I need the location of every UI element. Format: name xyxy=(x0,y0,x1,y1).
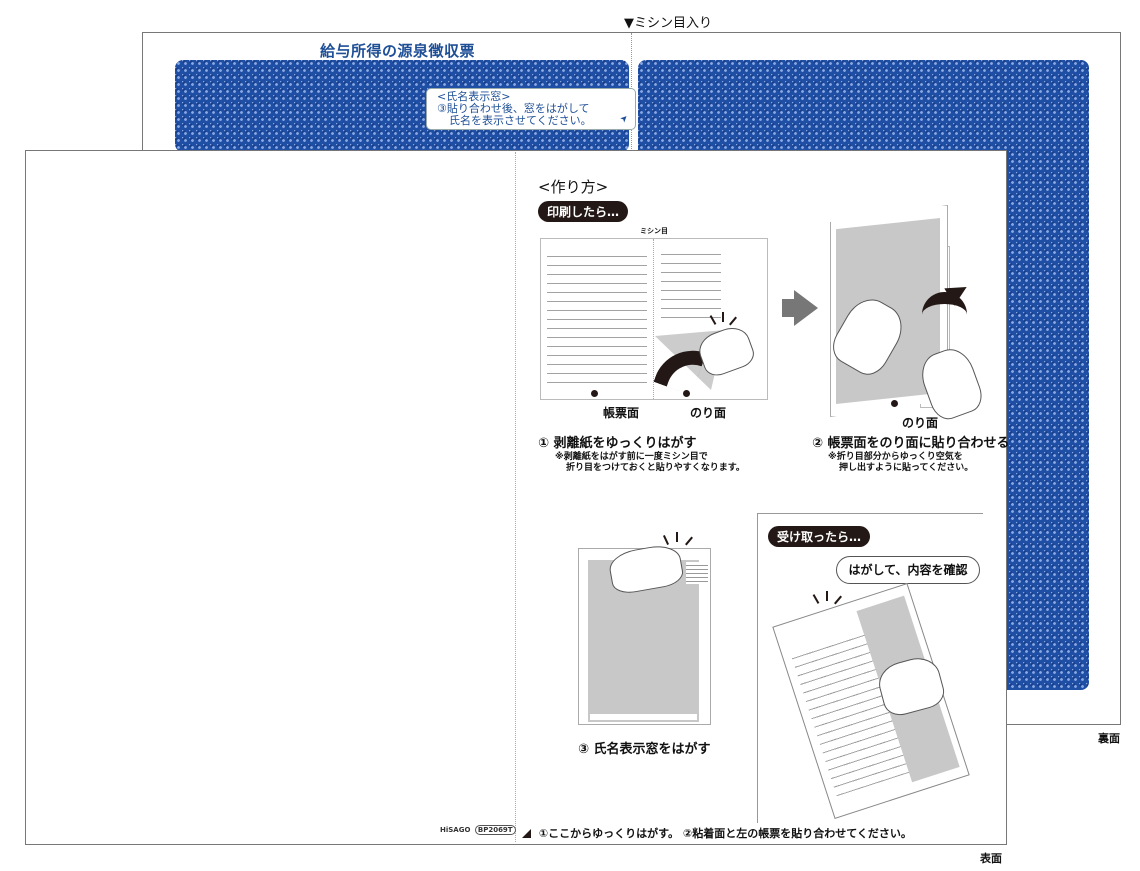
section-badge-printed: 印刷したら… xyxy=(538,201,629,222)
form-lines xyxy=(547,251,647,389)
mini-guide-lines xyxy=(661,249,721,319)
footer-instruction-text: ①ここからゆっくりはがす。 ②粘着面と左の帳票を貼り合わせてください。 xyxy=(538,827,912,840)
front-perforation-line xyxy=(515,152,516,842)
name-display-window-note: <氏名表示窓> ③貼り合わせ後、窓をはがして 氏名を表示させてください。 ➤ xyxy=(426,88,636,130)
next-arrow-stem xyxy=(782,299,794,317)
form-perforation xyxy=(653,239,654,399)
label-glue-face: のり面 xyxy=(690,406,727,420)
back-sheet-title: 給与所得の源泉徴収票 xyxy=(320,42,476,60)
back-side-label: 裏面 xyxy=(1098,732,1120,745)
front-side-label: 表面 xyxy=(980,852,1002,865)
motion-mark-icon xyxy=(722,312,724,322)
received-section xyxy=(757,513,983,823)
brand-name: HiSAGO xyxy=(440,826,471,834)
step2-title: ② 帳票面をのり面に貼り合わせる xyxy=(812,436,1010,451)
name-window-line1: ③貼り合わせ後、窓をはがして xyxy=(437,102,590,115)
next-arrow-icon xyxy=(794,290,818,326)
product-code: BP2069T xyxy=(474,825,516,835)
motion-mark-icon xyxy=(676,532,678,542)
step1-note-line1: ※剥離紙をはがす前に一度ミシン目で xyxy=(555,452,708,462)
step2-note: ※折り目部分からゆっくり空気を 押し出すように貼ってください。 xyxy=(828,452,973,474)
label-form-face: 帳票面 xyxy=(603,406,640,420)
section-badge-received: 受け取ったら… xyxy=(768,526,871,547)
perforation-mark-label: ミシン目 xyxy=(640,227,668,235)
step1-note: ※剥離紙をはがす前に一度ミシン目で 折り目をつけておくと貼りやすくなります。 xyxy=(555,452,745,474)
pointer-dot-icon xyxy=(683,390,690,397)
howto-title: <作り方> xyxy=(538,178,609,196)
motion-mark-icon xyxy=(826,591,828,601)
step1-title: ① 剥離紙をゆっくりはがす xyxy=(538,436,697,451)
perforation-label: ▼ミシン目入り xyxy=(624,16,712,31)
name-window-heading: <氏名表示窓> xyxy=(437,90,511,103)
name-window-line2: 氏名を表示させてください。 xyxy=(449,114,592,127)
step3-title: ③ 氏名表示窓をはがす xyxy=(578,742,711,757)
pointer-dot-icon xyxy=(591,390,598,397)
speech-bubble: はがして、内容を確認 xyxy=(836,556,980,584)
peel-tab xyxy=(686,562,708,584)
form-footer-strip xyxy=(590,714,697,720)
step2-note-line1: ※折り目部分からゆっくり空気を xyxy=(828,452,963,462)
illustration-form-spread xyxy=(540,238,768,400)
label-glue-face: のり面 xyxy=(902,416,939,430)
footer-instruction: ①ここからゆっくりはがす。 ②粘着面と左の帳票を貼り合わせてください。 xyxy=(522,825,912,841)
pointer-dot-icon xyxy=(891,400,898,407)
step2-note-line2: 押し出すように貼ってください。 xyxy=(839,463,974,473)
brand-logo: HiSAGO BP2069T xyxy=(440,825,516,835)
corner-triangle-icon xyxy=(522,829,531,838)
curved-arrow-icon xyxy=(922,292,967,322)
step1-note-line2: 折り目をつけておくと貼りやすくなります。 xyxy=(566,463,745,473)
